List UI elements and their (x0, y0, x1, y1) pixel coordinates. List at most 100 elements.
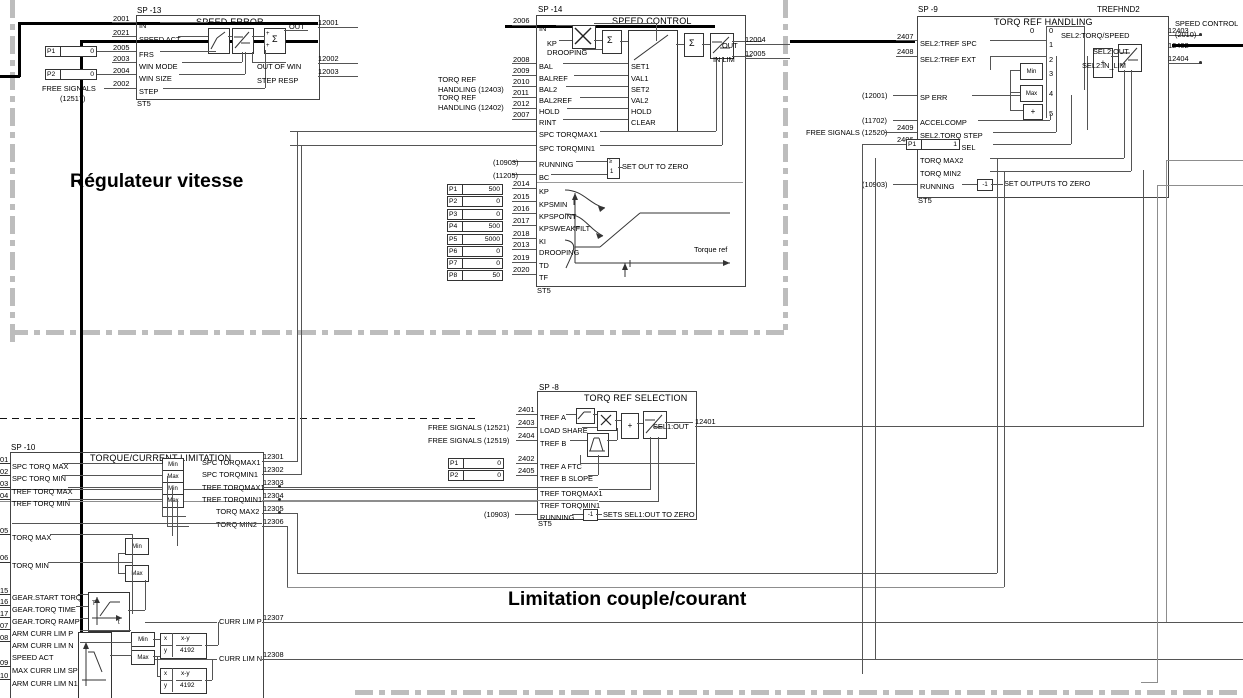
tcl-rail-h1 (167, 526, 189, 527)
sc-inner-label-1: VAL1 (631, 74, 649, 83)
trh-out-dot-2 (1199, 61, 1202, 64)
sc-w-out (732, 41, 762, 42)
tcl-pin-label-3: TREF TORQ MIN (12, 499, 71, 508)
sc-param-7[interactable]: P8 50 (447, 270, 503, 281)
tcl-pin-ul-5 (0, 562, 11, 563)
sc-param-1[interactable]: P2 0 (447, 196, 503, 207)
trs-param-0[interactable]: P1 0 (448, 458, 504, 469)
sc-pin-num-13: 2014 (513, 179, 530, 188)
se-wire-outofwin-v (252, 52, 253, 62)
param-value: 0 (497, 472, 501, 479)
sc-param-3[interactable]: P4 500 (447, 221, 503, 232)
bus-left-vert (18, 22, 21, 77)
sc-w-bc (551, 174, 607, 175)
sc-pin-label-17: KI (539, 237, 546, 246)
trh-dest-l1: SPEED CONTROL (1175, 19, 1239, 28)
sc-param-5[interactable]: P6 0 (447, 246, 503, 257)
sc-integrator-glyph-1: Σ (607, 35, 613, 45)
sc-source-3: (11205) (493, 171, 518, 180)
sc-param-6[interactable]: P7 0 (447, 258, 503, 269)
trh-pin-label-2: SP ERR (920, 93, 948, 102)
trs-block-id: SP -8 (539, 383, 559, 392)
tcl-speed-curve-glyph (82, 642, 106, 686)
tcl-outline-7 (262, 659, 1243, 660)
lead-trs-5 (0, 489, 537, 490)
param-name: P6 (448, 247, 463, 256)
sc-source-1-l2: HANDLING (12402) (438, 103, 504, 112)
lead-sc-13 (512, 188, 536, 189)
right-rail-outer-bottom (1141, 682, 1158, 683)
tcl-outline-1 (262, 474, 302, 475)
sc-param-0[interactable]: P1 500 (447, 184, 503, 195)
right-rail-outer (1157, 185, 1158, 682)
trs-out-line-0 (695, 426, 1144, 427)
tcl-divider-1-expr: x-y (181, 635, 190, 642)
tcl-w-min-div (153, 639, 160, 640)
sc-w-top (594, 23, 656, 24)
region-border-speed-right (783, 0, 788, 330)
speed-error-pin-num-4: 2004 (113, 66, 130, 75)
sc-pid-icon (628, 30, 678, 132)
trh-out-num-1: 12402 (1168, 41, 1189, 50)
sc-source-1-l1: TORQ REF (438, 93, 477, 102)
sc-kp-characteristic-graph (572, 193, 730, 277)
speed-error-param-0[interactable]: P1 0 (45, 46, 97, 57)
tcl-inner-rail-b (118, 553, 119, 573)
tcl-pin-label-1: SPC TORQ MIN (12, 474, 66, 483)
sc-pin-label-14: KPSMIN (539, 200, 568, 209)
trh-out-line-0 (1168, 35, 1202, 36)
trs-slope-glyph (589, 437, 605, 452)
speed-control-frame (536, 15, 746, 287)
sc-limiter-icon (710, 33, 734, 59)
tcl-pin-ul-10 (0, 641, 11, 642)
trs-pin-num-4: 2405 (518, 466, 535, 475)
sc-w-note (618, 167, 623, 168)
lead-trs-1 (516, 427, 537, 428)
se-wire-winmode (182, 62, 242, 63)
speed-error-st: ST5 (137, 99, 151, 108)
tcl-out-num-5: 12306 (263, 517, 284, 526)
speed-error-title: SPEED ERROR (196, 17, 264, 27)
trh-param-0[interactable]: P1 1 (906, 139, 960, 150)
tcl-pin-label-9: ARM CURR LIM P (12, 629, 74, 638)
annotation-speed-regulator: Régulateur vitesse (70, 170, 244, 192)
sc-or-gate-glyph: ≥ (609, 159, 613, 165)
sc-param-2[interactable]: P3 0 (447, 209, 503, 220)
param-value: 0 (496, 198, 500, 205)
lead-se-0 (112, 22, 136, 23)
sc-pin-label-10: SPC TORQMIN1 (539, 144, 595, 153)
trh-min-label: Min (1026, 68, 1037, 75)
tcl-pin-ul-3 (0, 499, 11, 500)
se-out-line-2 (318, 76, 358, 77)
tcl-out-label-6: CURR LIM P (219, 617, 262, 626)
param-value: 1 (953, 141, 957, 148)
sc-pin-label-2: DROOPING (547, 48, 588, 57)
sc-pin-num-3: 2008 (513, 55, 530, 64)
trh-out-line-2 (1168, 63, 1202, 64)
tcl-divider-2-sep (172, 668, 173, 692)
param-value: 50 (492, 272, 500, 279)
tcl-pin-ul-13 (0, 679, 11, 680)
tcl-w-div1-out (205, 645, 218, 646)
param-name: P5 (448, 235, 463, 244)
trh-note-box-label: -1 (982, 182, 988, 188)
sc-pin-num-17: 2018 (513, 229, 530, 238)
trs-pin-num-1: 2403 (518, 418, 535, 427)
tcl-out-num-7: 12308 (263, 650, 284, 659)
sc-graph-axis-label: Torque ref (694, 245, 728, 254)
lead-trs-6 (0, 501, 537, 502)
tcl-w-in0 (62, 463, 162, 464)
speed-error-param-1[interactable]: P2 0 (45, 69, 97, 80)
se-wire-12 (228, 36, 232, 37)
trs-note-box: -1 (583, 509, 598, 521)
tcl-w-in5 (48, 562, 132, 563)
tcl-inner-rail-a (132, 534, 133, 614)
lead-se-1 (112, 36, 136, 37)
tcl-dot-4 (278, 511, 281, 514)
tcl-pin-num-5: 06 (0, 553, 9, 562)
trs-param-1[interactable]: P2 0 (448, 470, 504, 481)
sc-param-4[interactable]: P5 5000 (447, 234, 503, 245)
tcl-dot-3 (278, 498, 281, 501)
trs-frame (537, 391, 697, 520)
